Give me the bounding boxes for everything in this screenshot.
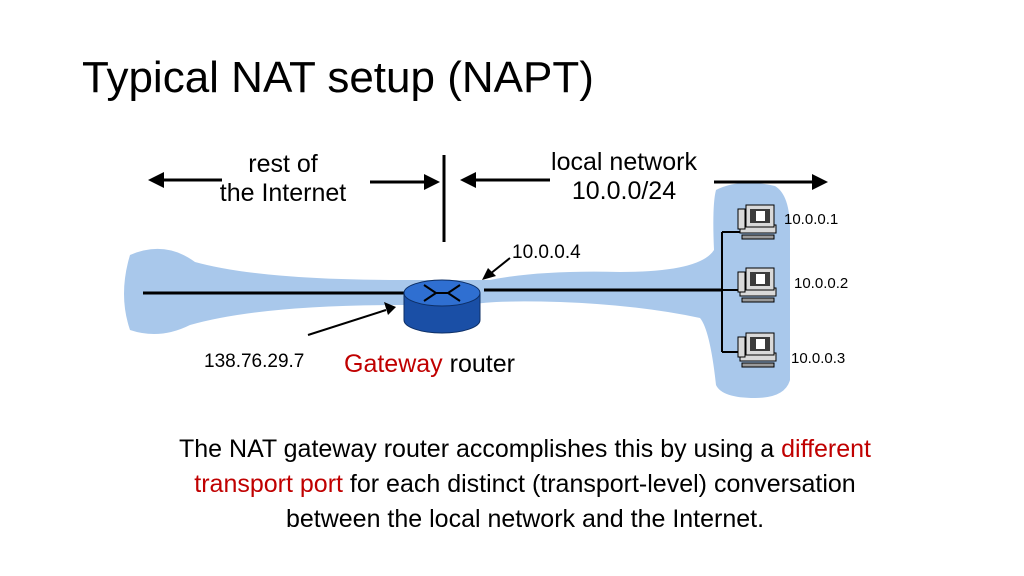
host2-ip-label: 10.0.0.2 (794, 275, 849, 292)
host-computer-icon (737, 267, 777, 303)
arrow-local-network-left (460, 172, 550, 188)
rest-of-internet-line2: the Internet (219, 179, 347, 207)
caption-line1: The NAT gateway router accomplishes this… (60, 432, 990, 467)
host-computer-icon (737, 204, 777, 240)
caption-part2: for each distinct (transport-level) conv… (342, 470, 856, 498)
caption-line2: transport port for each distinct (transp… (60, 467, 990, 502)
router-word: router (449, 350, 515, 378)
local-network-line2: 10.0.0/24 (571, 177, 677, 205)
local-network-line1: local network (551, 148, 697, 176)
caption-text: The NAT gateway router accomplishes this… (60, 432, 990, 537)
rest-of-internet-line1: rest of (248, 150, 318, 178)
arrow-to-outside-interface (307, 302, 396, 336)
caption-line3: between the local network and the Intern… (285, 505, 765, 533)
gateway-router-icon (403, 279, 481, 334)
gateway-word: Gateway (344, 350, 443, 378)
router-outside-ip-label: 138.76.29.7 (204, 351, 305, 372)
arrow-local-network-right (714, 174, 828, 190)
router-inside-ip-label: 10.0.0.4 (512, 242, 581, 263)
caption-highlight-transport-port: transport port (194, 470, 343, 498)
arrow-rest-of-internet-left (148, 172, 222, 188)
gateway-router-label: Gateway router (344, 350, 515, 379)
rest-of-internet-label: rest of the Internet (200, 150, 366, 208)
host3-ip-label: 10.0.0.3 (791, 350, 846, 367)
caption-highlight-different: different (781, 435, 872, 463)
arrow-rest-of-internet-right (370, 174, 440, 190)
page-title: Typical NAT setup (NAPT) (82, 53, 594, 102)
host1-ip-label: 10.0.0.1 (784, 211, 839, 228)
arrow-to-inside-interface (482, 257, 511, 280)
local-network-label: local network 10.0.0/24 (520, 148, 728, 206)
caption-part1: The NAT gateway router accomplishes this… (178, 435, 782, 463)
host-computer-icon (737, 332, 777, 368)
